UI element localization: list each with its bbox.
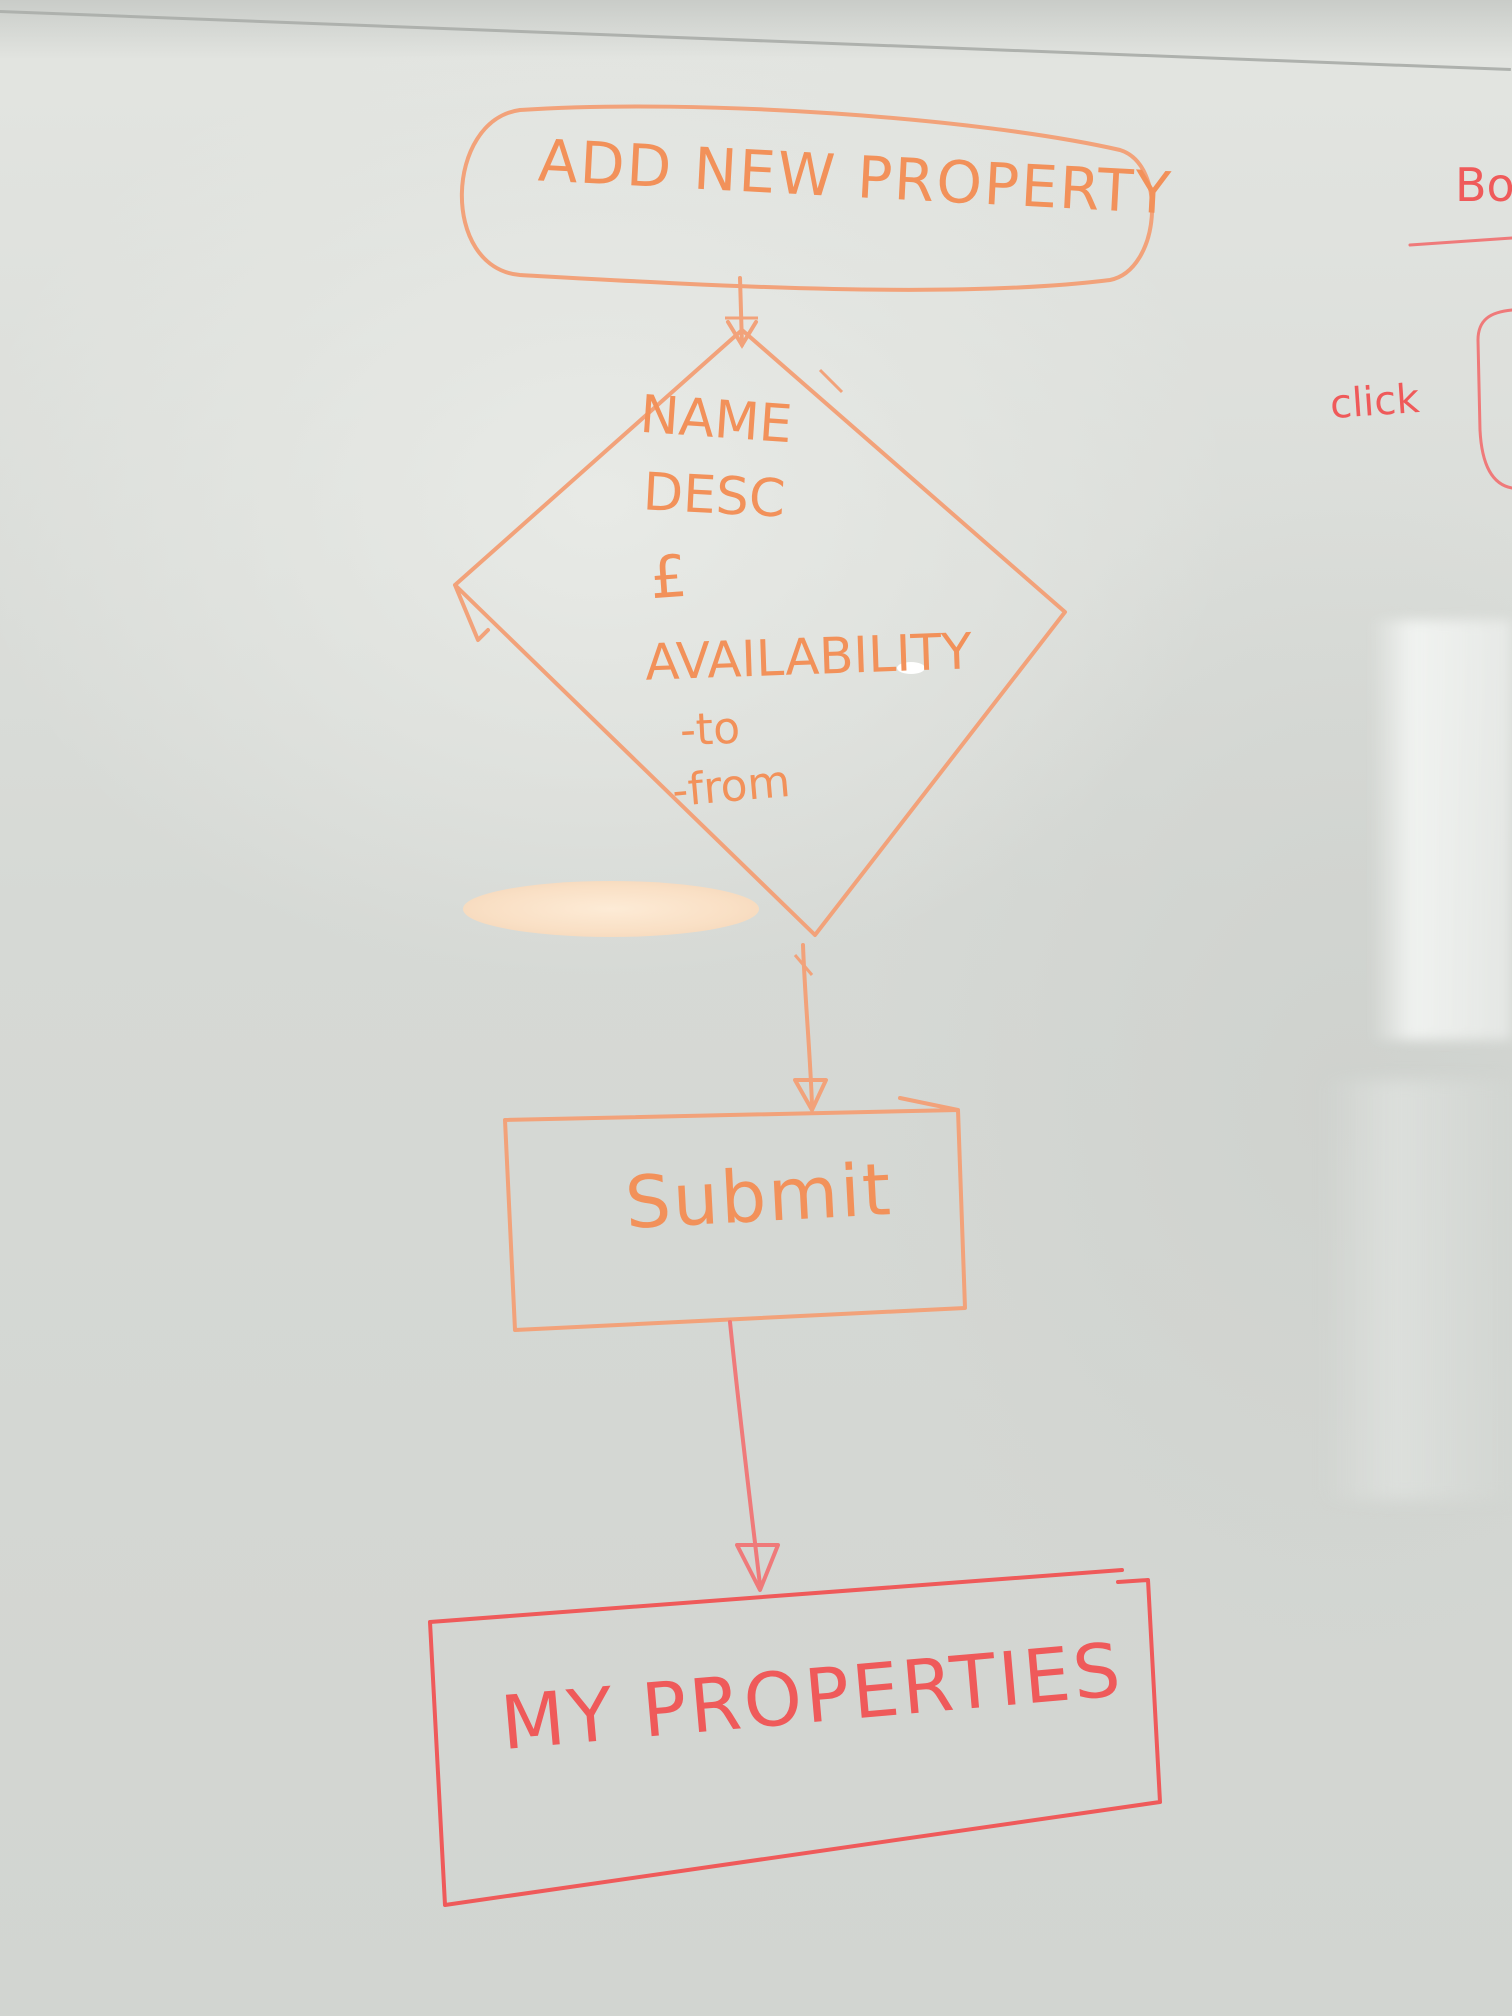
form-line-availability: AVAILABILITY (644, 622, 973, 692)
small-light-reflection (897, 662, 925, 674)
edge-start-to-form (738, 276, 744, 347)
start-node-shape (459, 104, 1155, 292)
side-note-top: Bo (1455, 158, 1512, 212)
board-top-edge (0, 0, 1512, 60)
window-reflection-lower (1320, 1080, 1512, 1500)
arrowhead-submit-to-end (735, 1543, 780, 1592)
form-line-name: NAME (638, 384, 795, 456)
submit-node-label: Submit (622, 1147, 895, 1245)
arrow-tick-2 (793, 954, 814, 976)
end-node-shape (428, 1568, 1162, 1907)
form-line-from: -from (669, 755, 793, 818)
submit-node-shape (503, 1096, 967, 1332)
arrowhead-form-to-submit (793, 1078, 828, 1112)
window-reflection (1370, 620, 1512, 1040)
form-line-to: -to (678, 702, 742, 757)
form-node-shape (453, 328, 1067, 937)
form-line-price: £ (647, 541, 690, 613)
edge-submit-to-end (728, 1320, 762, 1587)
lamp-reflection (463, 881, 759, 937)
side-note-click: click (1328, 375, 1421, 429)
arrowhead-start-to-form (726, 320, 758, 349)
side-note-underline (1408, 236, 1512, 247)
diamond-mark (818, 368, 844, 394)
form-line-desc: DESC (641, 462, 787, 530)
side-note-bracket (1476, 308, 1512, 490)
